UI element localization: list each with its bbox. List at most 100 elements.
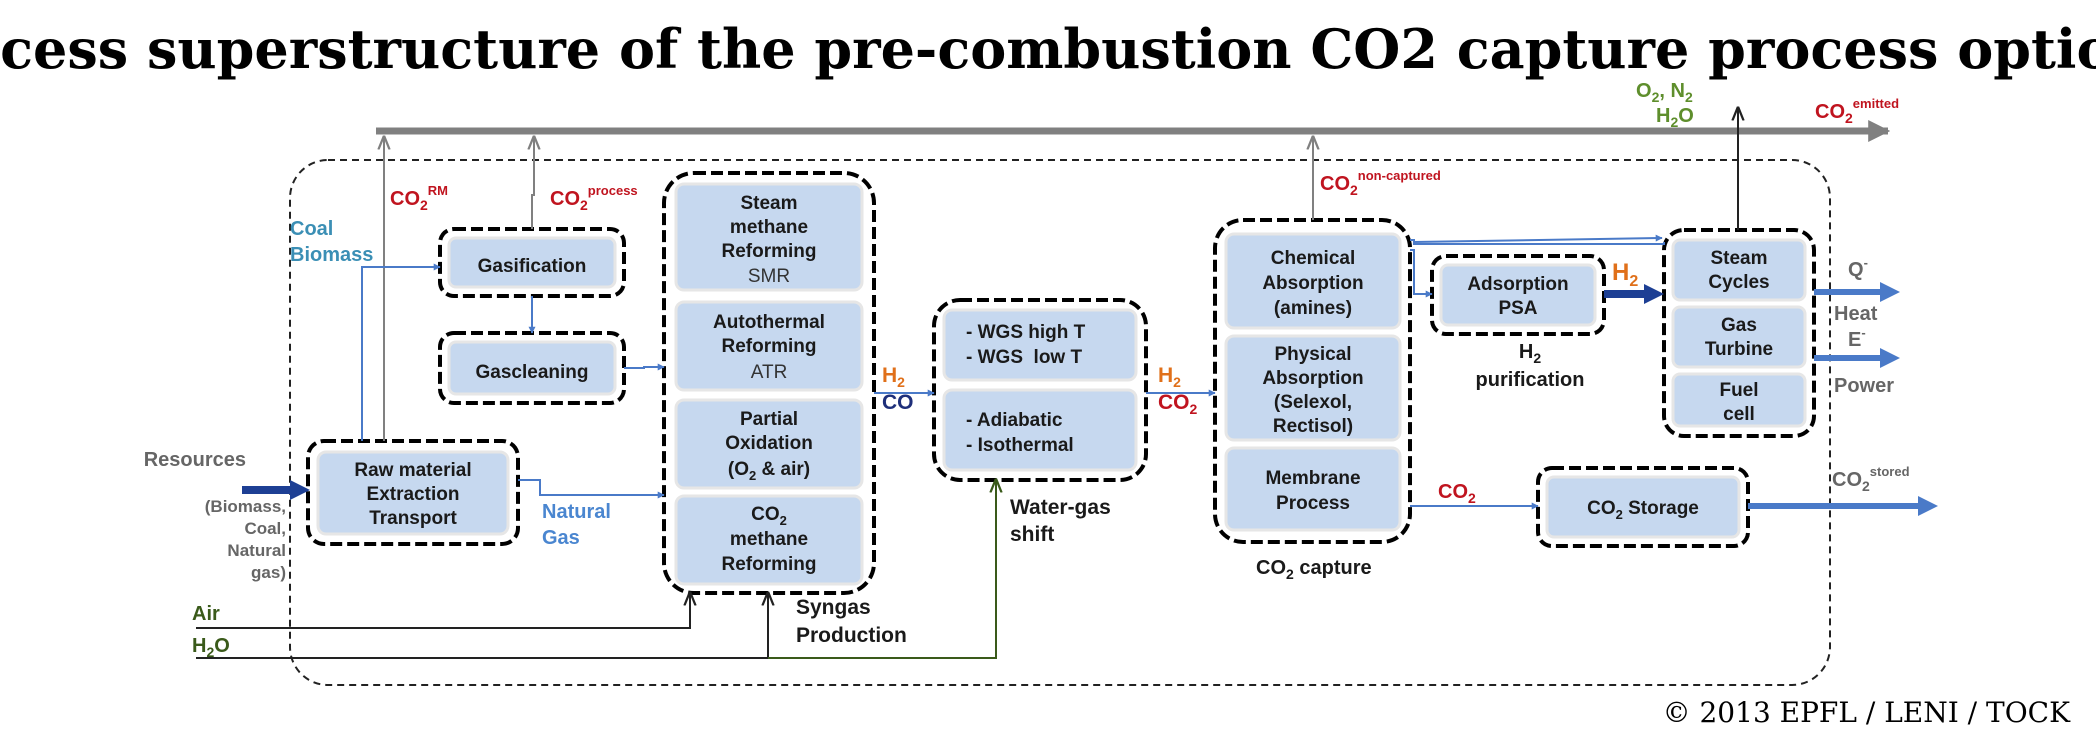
phys-abs-line-2: Absorption bbox=[1262, 368, 1363, 389]
steam-cycles-line-2: Cycles bbox=[1708, 272, 1769, 293]
raw-material-line-2: Extraction bbox=[367, 484, 460, 505]
chem-abs-line-3: (amines) bbox=[1274, 298, 1352, 319]
h2o-input-label: H2O bbox=[192, 635, 230, 660]
resources-detail-3: Natural bbox=[227, 541, 286, 560]
smr-abbrev: SMR bbox=[748, 266, 790, 287]
q-label: Q- bbox=[1848, 255, 1868, 281]
h2o-to-syngas-arrow bbox=[196, 593, 768, 659]
co2-noncaptured-label: CO2non-captured bbox=[1320, 168, 1441, 198]
phys-abs-line-1: Physical bbox=[1274, 344, 1351, 365]
co2-reforming-box: CO2 methane Reforming bbox=[674, 494, 864, 586]
wgs-label-1: Water-gas bbox=[1010, 496, 1111, 519]
membrane-box: Membrane Process bbox=[1224, 446, 1402, 532]
air-label: Air bbox=[192, 603, 220, 625]
resources-detail-4: gas) bbox=[251, 563, 286, 582]
gascleaning-to-syngas-arrow bbox=[624, 363, 665, 371]
resources-detail-2: Coal, bbox=[244, 519, 286, 538]
psa-line-1: Adsorption bbox=[1467, 274, 1568, 295]
gascleaning-box: Gascleaning bbox=[447, 340, 617, 396]
power-label: Power bbox=[1834, 375, 1894, 397]
phys-abs-line-4: Rectisol) bbox=[1273, 416, 1353, 437]
h2o-top-label: H2O bbox=[1656, 105, 1694, 130]
atr-line-2: Reforming bbox=[722, 336, 817, 357]
natural-gas-to-syngas-arrow bbox=[518, 479, 665, 499]
capture-to-steam-arrow bbox=[1413, 234, 1663, 243]
wgs-label-2: shift bbox=[1010, 523, 1054, 546]
smr-box: Steam methane Reforming SMR bbox=[674, 182, 864, 292]
syngas-label-1: Syngas bbox=[796, 596, 871, 619]
air-to-syngas-arrow bbox=[196, 593, 690, 629]
steam-cycles-line-1: Steam bbox=[1710, 248, 1767, 269]
smr-line-1: Steam bbox=[740, 193, 797, 214]
co2-reforming-line-1: CO2 bbox=[751, 504, 787, 528]
pox-line-3: (O2 & air) bbox=[728, 459, 810, 483]
wgs-high-t: - WGS high T bbox=[966, 322, 1086, 343]
h2-purification-label-2: purification bbox=[1476, 369, 1585, 391]
capture-to-psa-arrow bbox=[1410, 249, 1433, 298]
atr-line-1: Autothermal bbox=[713, 312, 825, 333]
membrane-line-2: Process bbox=[1276, 493, 1350, 514]
natural-gas-label-2: Gas bbox=[542, 527, 580, 549]
pox-line-1: Partial bbox=[740, 409, 798, 430]
pox-line-2: Oxidation bbox=[725, 433, 813, 454]
co2-stored-label: CO2stored bbox=[1832, 464, 1910, 494]
psa-box: Adsorption PSA bbox=[1439, 263, 1597, 327]
chem-abs-line-2: Absorption bbox=[1262, 273, 1363, 294]
fuel-cell-line-1: Fuel bbox=[1719, 380, 1758, 401]
natural-gas-label-1: Natural bbox=[542, 501, 611, 523]
o2-n2-label: O2, N2 bbox=[1636, 80, 1693, 105]
co2-label-wgs: CO2 bbox=[1158, 391, 1198, 417]
h2o-to-wgs-arrow bbox=[768, 480, 996, 659]
resources-label: Resources bbox=[144, 449, 246, 471]
psa-line-2: PSA bbox=[1498, 298, 1537, 319]
page-title: Process superstructure of the pre-combus… bbox=[0, 17, 2096, 81]
raw-material-line-3: Transport bbox=[369, 508, 457, 529]
gasification-label: Gasification bbox=[478, 256, 587, 277]
coal-label: Coal bbox=[290, 218, 333, 240]
membrane-line-1: Membrane bbox=[1265, 468, 1360, 489]
copyright: © 2013 EPFL / LENI / TOCK bbox=[1663, 696, 2071, 729]
fuel-cell-line-2: cell bbox=[1723, 404, 1755, 425]
co2-process-emission-arrow bbox=[532, 137, 534, 229]
wgs-mode-box: - Adiabatic - Isothermal bbox=[942, 388, 1138, 472]
smr-line-3: Reforming bbox=[722, 241, 817, 262]
resources-detail-1: (Biomass, bbox=[205, 497, 286, 516]
gascleaning-label: Gascleaning bbox=[476, 362, 589, 383]
gasification-box: Gasification bbox=[447, 236, 617, 289]
wgs-adiabatic: - Adiabatic bbox=[966, 410, 1063, 431]
h2-label-syngas: H2 bbox=[882, 364, 905, 390]
co2-label-storage: CO2 bbox=[1438, 481, 1476, 506]
co2-storage-label: CO2 Storage bbox=[1587, 498, 1699, 522]
pox-box: Partial Oxidation (O2 & air) bbox=[674, 398, 864, 490]
co2-storage-box: CO2 Storage bbox=[1545, 475, 1741, 539]
wgs-isothermal: - Isothermal bbox=[966, 435, 1074, 456]
chemical-absorption-box: Chemical Absorption (amines) bbox=[1224, 232, 1402, 330]
gas-turbine-line-1: Gas bbox=[1721, 315, 1757, 336]
biomass-label: Biomass bbox=[290, 244, 373, 266]
physical-absorption-box: Physical Absorption (Selexol, Rectisol) bbox=[1224, 334, 1402, 442]
co-label: CO bbox=[882, 391, 914, 414]
wgs-low-t: - WGS low T bbox=[966, 347, 1082, 368]
gas-turbine-line-2: Turbine bbox=[1705, 339, 1773, 360]
co2-rm-label: CO2RM bbox=[390, 183, 448, 213]
atr-box: Autothermal Reforming ATR bbox=[674, 300, 864, 392]
capture-to-steam-line bbox=[1410, 239, 1665, 245]
heat-label: Heat bbox=[1834, 303, 1878, 325]
raw-material-box: Raw material Extraction Transport bbox=[316, 450, 510, 536]
chem-abs-line-1: Chemical bbox=[1271, 248, 1355, 269]
atr-abbrev: ATR bbox=[751, 362, 788, 383]
h2-label-psa: H2 bbox=[1612, 259, 1638, 290]
co2-reforming-line-3: Reforming bbox=[722, 554, 817, 575]
gas-turbine-box: Gas Turbine bbox=[1671, 305, 1807, 369]
co2-process-label: CO2process bbox=[550, 183, 638, 213]
e-label: E- bbox=[1848, 325, 1866, 351]
phys-abs-line-3: (Selexol, bbox=[1274, 392, 1352, 413]
wgs-temperature-box: - WGS high T - WGS low T bbox=[942, 308, 1138, 382]
co2-capture-label: CO2 capture bbox=[1256, 557, 1372, 582]
system-boundary bbox=[289, 159, 1831, 686]
steam-cycles-box: Steam Cycles bbox=[1671, 238, 1807, 302]
h2-label-wgs: H2 bbox=[1158, 364, 1181, 390]
fuel-cell-box: Fuel cell bbox=[1671, 372, 1807, 428]
syngas-label-2: Production bbox=[796, 624, 907, 647]
